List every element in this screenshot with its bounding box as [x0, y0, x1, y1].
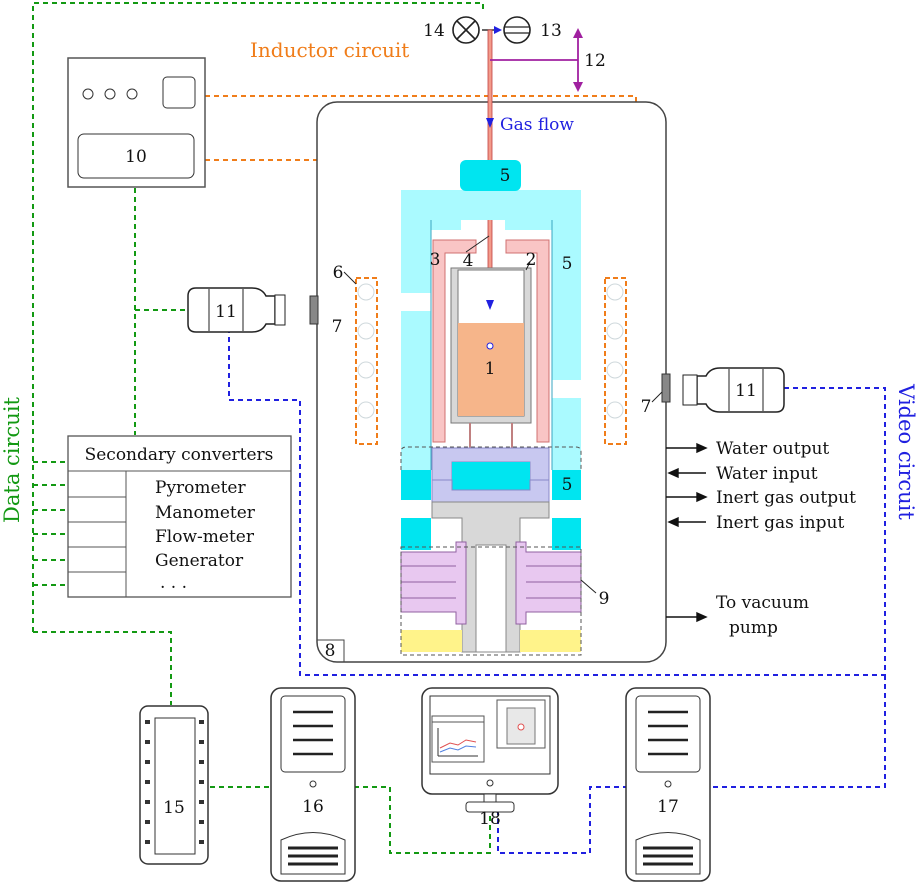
converter-item: Flow-meter [155, 527, 255, 547]
monitor-18: 18 [421, 687, 559, 829]
label-14: 14 [423, 21, 445, 41]
pc-tower-16: 16 [270, 687, 356, 882]
label-4: 4 [463, 251, 474, 271]
label-16: 16 [302, 797, 324, 817]
inert-gas-input-label: Inert gas input [716, 513, 844, 533]
label-7-left: 7 [332, 317, 343, 337]
gas-supply: 12 14 13 Gas flow [423, 16, 606, 311]
label-5-bottom: 5 [562, 475, 573, 495]
label-2: 2 [526, 250, 537, 270]
chamber-connections [666, 442, 708, 623]
label-5-side: 5 [562, 254, 573, 274]
label-17: 17 [657, 797, 679, 817]
label-3: 3 [430, 250, 441, 270]
data-circuit-label: Data circuit [0, 396, 24, 523]
video-circuit-label: Video circuit [894, 383, 918, 520]
label-8: 8 [325, 641, 336, 661]
label-13: 13 [540, 21, 562, 41]
inductor-coil-right [604, 277, 627, 445]
furnace-assembly: 5 1 3 4 2 5 5 [333, 160, 627, 656]
label-11-right: 11 [735, 381, 757, 401]
camera-right: 7 11 [641, 367, 785, 417]
converter-item: . . . [160, 573, 187, 593]
pc-tower-17: 17 [625, 687, 711, 882]
converter-item: Generator [155, 551, 244, 571]
gas-flow-label: Gas flow [500, 115, 574, 135]
flowmeter-icon [503, 16, 531, 44]
camera-left: 7 11 [187, 287, 343, 337]
label-5-top: 5 [500, 166, 511, 186]
video-circuit-lines [228, 328, 886, 854]
label-18: 18 [479, 809, 501, 829]
converters-title: Secondary converters [85, 445, 274, 465]
label-9: 9 [599, 589, 610, 609]
converter-item: Manometer [155, 503, 256, 523]
generator-unit: 10 [67, 57, 206, 188]
inductor-circuit-label: Inductor circuit [250, 38, 409, 62]
label-11-left: 11 [215, 302, 237, 322]
label-15: 15 [163, 798, 185, 818]
label-7-right: 7 [641, 397, 652, 417]
label-12: 12 [584, 51, 606, 71]
converter-item: Pyrometer [155, 478, 246, 498]
water-input-label: Water input [716, 464, 818, 484]
secondary-converters-box: Secondary converters Pyrometer Manometer… [67, 435, 292, 598]
inert-gas-output-label: Inert gas output [716, 488, 856, 508]
inductor-coil-left [355, 277, 378, 445]
label-6: 6 [333, 263, 344, 283]
water-output-label: Water output [716, 439, 829, 459]
label-10: 10 [125, 147, 147, 167]
vacuum-label-line2: pump [729, 618, 778, 638]
module-15: 15 [139, 705, 209, 865]
vacuum-label-line1: To vacuum [716, 593, 809, 613]
label-1: 1 [485, 359, 496, 379]
